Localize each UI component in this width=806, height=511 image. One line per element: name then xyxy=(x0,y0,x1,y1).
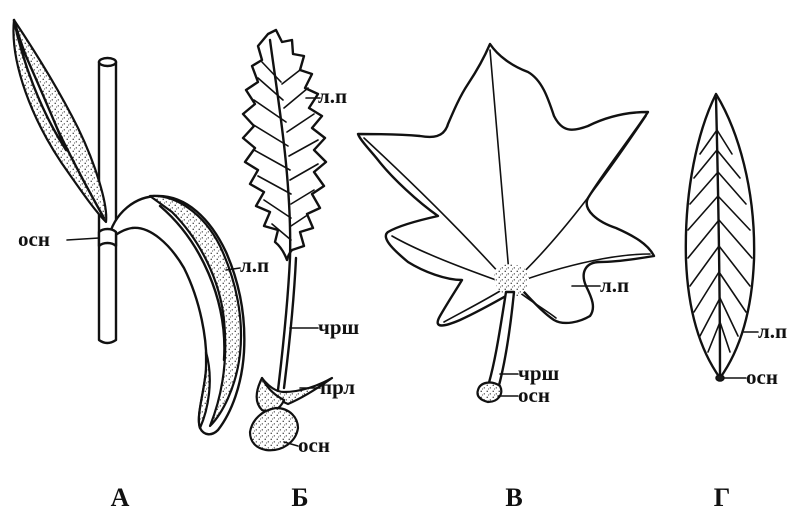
figure-v-petiole-label: чрш xyxy=(518,361,560,385)
figure-b: л.п чрш прл осн xyxy=(243,30,360,457)
figure-a-letter: А xyxy=(111,483,130,511)
figure-v-letter: В xyxy=(505,483,522,511)
figure-a: осн л.п xyxy=(13,20,269,434)
figure-v: л.п чрш осн xyxy=(358,44,654,407)
figure-a-young-leaf xyxy=(13,20,106,222)
figure-a-base-label: осн xyxy=(18,227,50,251)
figure-a-base xyxy=(99,229,116,246)
figure-b-petiole-label: чрш xyxy=(318,315,360,339)
figure-b-stipule-label: прл xyxy=(320,375,355,399)
figure-b-blade-label: л.п xyxy=(318,84,347,108)
figure-a-base-leader xyxy=(67,238,99,240)
figure-g: л.п осн xyxy=(686,94,787,389)
figure-g-blade-label: л.п xyxy=(758,319,787,343)
figure-v-petiole xyxy=(486,292,514,396)
figure-g-letter: Г xyxy=(714,483,731,511)
figure-g-base-label: осн xyxy=(746,365,778,389)
figure-b-base-label: осн xyxy=(298,433,330,457)
figure-a-blade-label: л.п xyxy=(240,253,269,277)
figure-v-base xyxy=(477,383,501,402)
figure-v-base-label: осн xyxy=(518,383,550,407)
figure-a-blade xyxy=(108,196,244,434)
figure-g-base xyxy=(716,375,724,381)
figure-b-letter: Б xyxy=(291,483,308,511)
figure-v-blade-label: л.п xyxy=(600,273,629,297)
